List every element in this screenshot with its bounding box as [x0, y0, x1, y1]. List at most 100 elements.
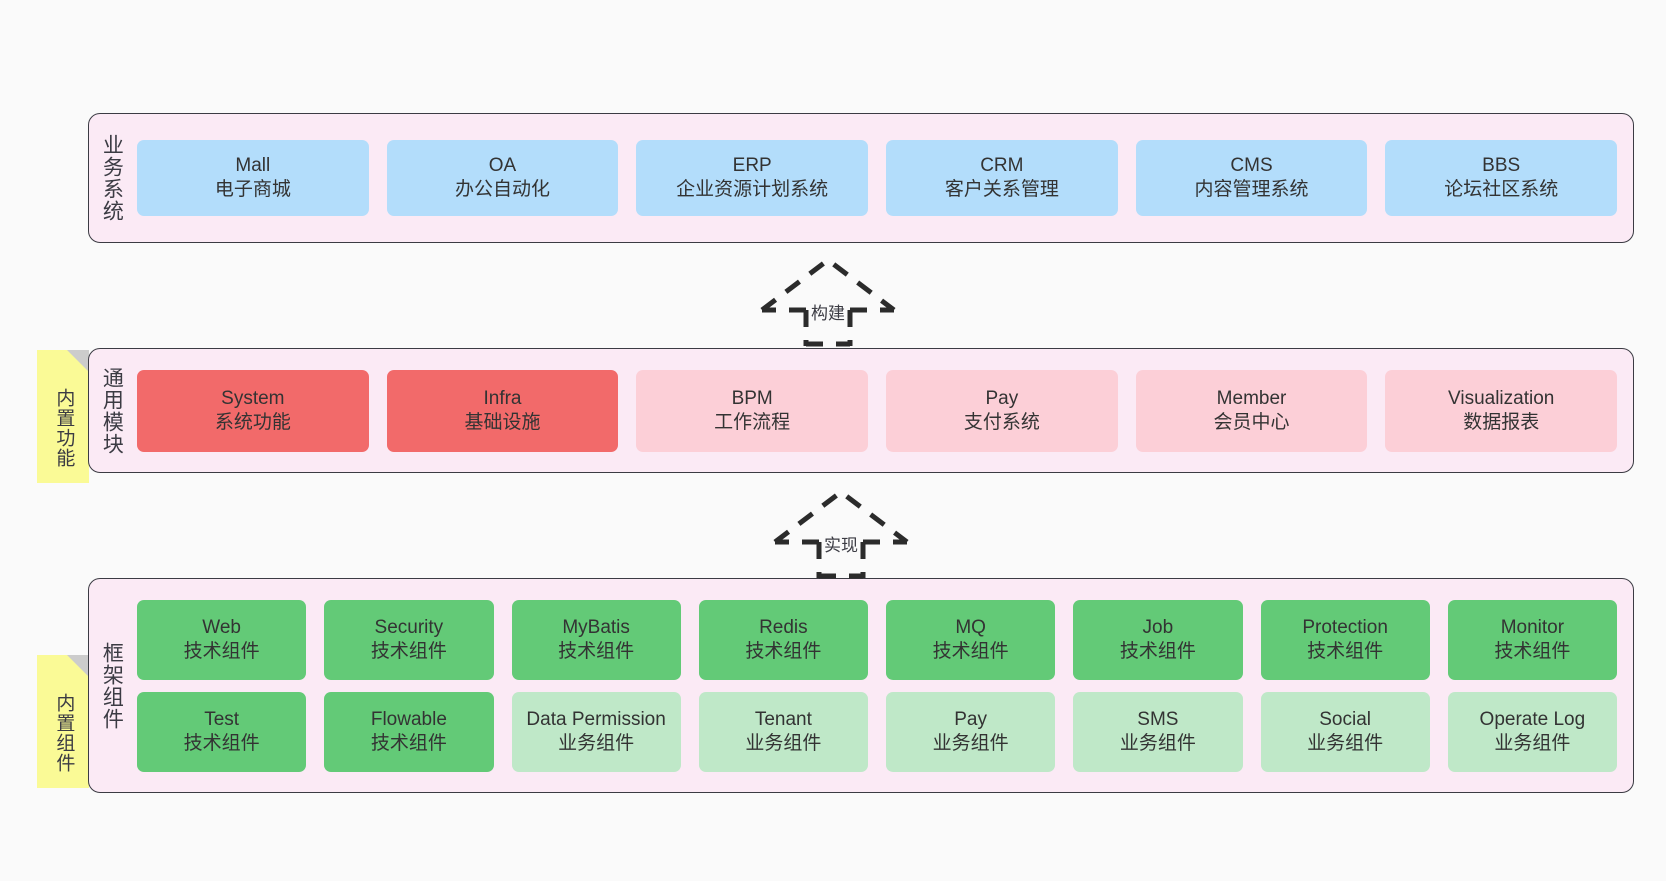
card-social-title: Social: [1319, 708, 1371, 730]
card-tenant-subtitle: 业务组件: [745, 732, 822, 754]
layer-common-module-label: 通用模块: [100, 366, 124, 455]
note-builtin-feature-label: 内置功能: [53, 387, 75, 468]
layer-common-module: 通用模块 System 系统功能 Infra 基础设施 BPM 工作流程 Pay…: [88, 348, 1634, 473]
card-pay-component-subtitle: 业务组件: [932, 732, 1009, 754]
card-mall[interactable]: Mall 电子商城: [137, 140, 369, 216]
arrow-implement-label: 实现: [824, 536, 858, 555]
card-mall-title: Mall: [235, 155, 271, 177]
card-social-subtitle: 业务组件: [1307, 732, 1384, 754]
card-job-title: Job: [1142, 616, 1174, 638]
card-cms-subtitle: 内容管理系统: [1194, 179, 1309, 200]
card-job[interactable]: Job 技术组件: [1073, 599, 1243, 680]
card-web[interactable]: Web 技术组件: [137, 599, 307, 680]
common-card-row: System 系统功能 Infra 基础设施 BPM 工作流程 Pay 支付系统…: [137, 369, 1618, 452]
arrow-implement: 实现: [773, 488, 909, 579]
card-cms-title: CMS: [1230, 155, 1273, 177]
card-bbs[interactable]: BBS 论坛社区系统: [1385, 140, 1618, 216]
card-bbs-title: BBS: [1482, 155, 1521, 177]
card-sms-title: SMS: [1137, 708, 1179, 730]
card-infra[interactable]: Infra 基础设施: [386, 369, 619, 452]
card-member-title: Member: [1216, 387, 1287, 409]
card-system-title: System: [221, 387, 285, 409]
card-oa[interactable]: OA 办公自动化: [386, 140, 619, 216]
card-web-subtitle: 技术组件: [183, 640, 260, 662]
card-operate-log-subtitle: 业务组件: [1494, 732, 1571, 754]
card-system[interactable]: System 系统功能: [137, 369, 369, 452]
card-pay-component-title: Pay: [954, 708, 987, 730]
card-test[interactable]: Test 技术组件: [137, 691, 307, 772]
card-pay-module[interactable]: Pay 支付系统: [886, 369, 1118, 452]
card-redis-title: Redis: [759, 616, 808, 638]
card-security-subtitle: 技术组件: [370, 640, 447, 662]
note-fold-corner-icon: [67, 350, 89, 372]
layer-framework-component-label: 框架组件: [100, 641, 124, 730]
note-builtin-component: 内置组件: [37, 655, 89, 788]
card-monitor-title: Monitor: [1500, 616, 1565, 638]
card-erp-subtitle: 企业资源计划系统: [676, 179, 829, 200]
card-infra-title: Infra: [483, 387, 522, 409]
card-system-subtitle: 系统功能: [214, 411, 291, 433]
card-security-title: Security: [374, 616, 444, 638]
layer-business-system-label: 业务系统: [100, 134, 124, 222]
note-builtin-feature: 内置功能: [37, 350, 89, 483]
card-redis[interactable]: Redis 技术组件: [698, 599, 868, 680]
card-bpm-subtitle: 工作流程: [714, 411, 791, 433]
card-mq-subtitle: 技术组件: [932, 640, 1009, 662]
card-data-permission[interactable]: Data Permission 业务组件: [511, 691, 681, 772]
layer-business-system: 业务系统 Mall 电子商城 OA 办公自动化 ERP 企业资源计划系统 CRM…: [88, 113, 1634, 243]
card-erp[interactable]: ERP 企业资源计划系统: [636, 140, 869, 216]
card-bpm[interactable]: BPM 工作流程: [636, 369, 869, 452]
arrow-implement-glyph: [773, 488, 909, 579]
card-bpm-title: BPM: [731, 387, 773, 409]
card-mq-title: MQ: [955, 616, 986, 638]
card-member[interactable]: Member 会员中心: [1135, 369, 1368, 452]
card-flowable[interactable]: Flowable 技术组件: [324, 691, 494, 772]
card-pay-component[interactable]: Pay 业务组件: [886, 691, 1056, 772]
card-protection-subtitle: 技术组件: [1307, 640, 1384, 662]
note-builtin-component-label: 内置组件: [53, 692, 75, 773]
card-mq[interactable]: MQ 技术组件: [886, 599, 1056, 680]
card-security[interactable]: Security 技术组件: [324, 599, 494, 680]
card-oa-subtitle: 办公自动化: [455, 179, 551, 200]
card-data-permission-subtitle: 业务组件: [558, 732, 635, 754]
arrow-build: 构建: [760, 256, 896, 347]
framework-tech-row: Web 技术组件 Security 技术组件 MyBatis 技术组件 Redi…: [137, 599, 1617, 680]
framework-business-row: Test 技术组件 Flowable 技术组件 Data Permission …: [137, 691, 1617, 772]
card-bbs-subtitle: 论坛社区系统: [1444, 179, 1559, 200]
card-monitor[interactable]: Monitor 技术组件: [1447, 599, 1617, 680]
card-sms[interactable]: SMS 业务组件: [1073, 691, 1243, 772]
card-cms[interactable]: CMS 内容管理系统: [1135, 140, 1368, 216]
card-web-title: Web: [202, 616, 241, 638]
card-data-permission-title: Data Permission: [526, 708, 666, 730]
card-operate-log[interactable]: Operate Log 业务组件: [1447, 691, 1617, 772]
card-crm[interactable]: CRM 客户关系管理: [886, 140, 1118, 216]
card-flowable-title: Flowable: [370, 708, 447, 730]
card-crm-title: CRM: [980, 155, 1024, 177]
card-sms-subtitle: 业务组件: [1119, 732, 1196, 754]
card-pay-module-subtitle: 支付系统: [963, 411, 1040, 433]
card-mybatis[interactable]: MyBatis 技术组件: [511, 599, 681, 680]
card-visualization[interactable]: Visualization 数据报表: [1385, 369, 1618, 452]
card-pay-module-title: Pay: [985, 387, 1019, 409]
card-crm-subtitle: 客户关系管理: [944, 179, 1059, 200]
card-tenant-title: Tenant: [754, 708, 812, 730]
layer-business-system-body: Mall 电子商城 OA 办公自动化 ERP 企业资源计划系统 CRM 客户关系…: [133, 114, 1633, 242]
card-monitor-subtitle: 技术组件: [1494, 640, 1571, 662]
card-visualization-title: Visualization: [1448, 387, 1555, 409]
card-oa-title: OA: [488, 155, 517, 177]
card-erp-title: ERP: [732, 155, 772, 177]
arrow-build-glyph: [760, 256, 896, 347]
card-mybatis-subtitle: 技术组件: [558, 640, 635, 662]
card-social[interactable]: Social 业务组件: [1260, 691, 1430, 772]
layer-framework-component: 框架组件 Web 技术组件 Security 技术组件 MyBatis 技术组件…: [88, 578, 1634, 793]
card-infra-subtitle: 基础设施: [464, 411, 541, 433]
card-protection[interactable]: Protection 技术组件: [1260, 599, 1430, 680]
card-tenant[interactable]: Tenant 业务组件: [698, 691, 868, 772]
card-job-subtitle: 技术组件: [1119, 640, 1196, 662]
note-fold-corner-icon: [67, 655, 89, 677]
card-member-subtitle: 会员中心: [1213, 411, 1290, 433]
card-visualization-subtitle: 数据报表: [1463, 411, 1540, 433]
card-mybatis-title: MyBatis: [562, 616, 630, 638]
card-flowable-subtitle: 技术组件: [370, 732, 447, 754]
